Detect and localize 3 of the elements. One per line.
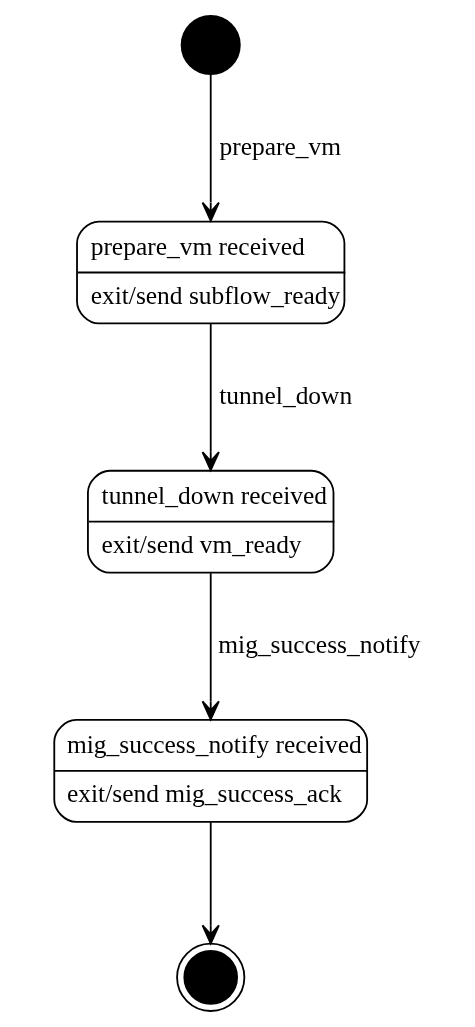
edge-label: tunnel_down xyxy=(218,380,352,410)
edge-label: mig_success_notify xyxy=(217,630,420,660)
edge-label: prepare_vm xyxy=(219,131,341,161)
